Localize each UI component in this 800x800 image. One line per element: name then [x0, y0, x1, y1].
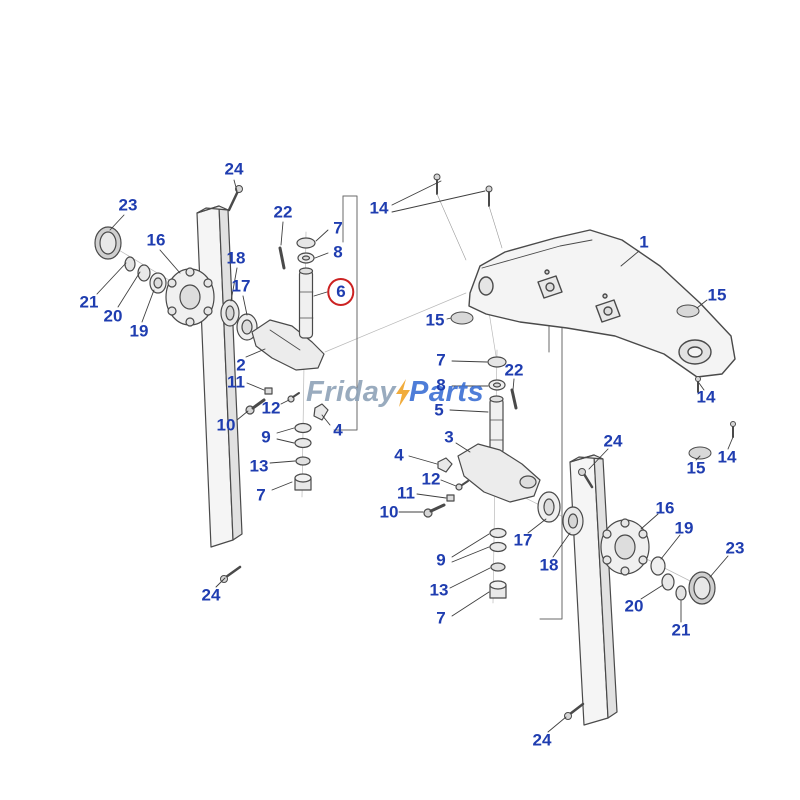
beam-bolts-and-pads [433, 173, 736, 460]
right-hub-group [537, 491, 716, 605]
axle-beam [468, 229, 736, 378]
left-hub-group [94, 226, 258, 341]
watermark-logo: Friday Parts [306, 376, 484, 409]
lightning-bolt-icon [396, 378, 411, 407]
watermark-text-friday: Friday [306, 376, 397, 408]
left-knuckle-group [245, 237, 329, 491]
leader-lines [96, 179, 734, 733]
right-link-bar [569, 454, 618, 726]
right-knuckle-group [423, 356, 541, 599]
link-bar-bolts [220, 185, 594, 720]
watermark-text-parts: Parts [409, 376, 485, 408]
left-link-bar [196, 205, 243, 548]
